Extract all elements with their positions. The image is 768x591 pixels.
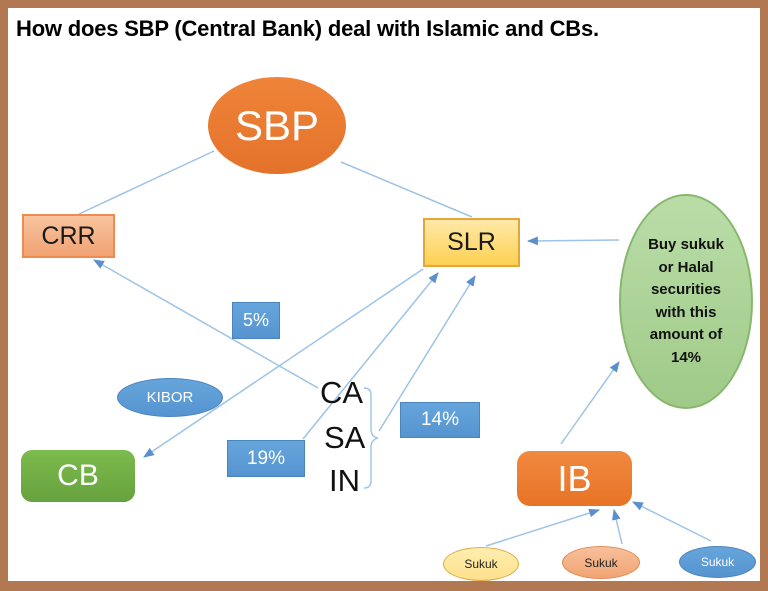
deposit-ca-label: CA [320,375,364,410]
crr-box: CRR [22,214,115,258]
arrow-sukuk-blue-to-ib [632,501,712,542]
arrow-deposits-to-slr [378,275,476,432]
slr-box: SLR [423,218,520,267]
connector-sbp-to-slr [340,161,473,218]
sukuk-note-ellipse: Buy sukuk or Halal securities with this … [619,194,753,409]
sukuk-yellow-label: Sukuk [464,557,498,571]
diagram-title: How does SBP (Central Bank) deal with Is… [16,16,599,41]
arrow-slr-to-cb [143,268,424,458]
arrow-note-to-slr [526,236,620,246]
arrow-sukuk-salmon-to-ib [611,508,623,545]
sukuk-note-text: Buy sukuk or Halal securities with this … [648,236,724,366]
deposit-sa-label: SA [324,420,366,455]
sukuk-blue-label: Sukuk [700,555,735,569]
kibor-ellipse: KIBOR [117,378,223,417]
slr-label: SLR [447,228,496,256]
sukuk-salmon-ellipse: Sukuk [562,546,640,579]
deposits-brace [363,387,379,489]
arrow-19pct-to-slr [302,272,439,440]
arrow-ib-to-note [560,361,620,445]
sbp-node: SBP [208,77,346,174]
arrow-ca-to-crr [93,259,319,389]
sukuk-salmon-label: Sukuk [584,555,618,570]
islamic-bank-box: IB [517,451,632,506]
slr-islamic-rate-label: 14% [420,409,460,430]
slr-islamic-rate-box: 14% [400,402,480,438]
sukuk-yellow-ellipse: Sukuk [443,547,519,581]
crr-label: CRR [41,221,96,250]
connector-sbp-to-crr [78,150,215,215]
crr-rate-label: 5% [242,310,269,330]
conventional-bank-box: CB [21,450,135,502]
slr-conventional-rate-box: 19% [227,440,305,477]
arrow-sukuk-yellow-to-ib [485,508,601,547]
islamic-bank-label: IB [557,457,592,499]
crr-rate-box: 5% [232,302,280,339]
sbp-label: SBP [234,101,320,149]
conventional-bank-label: CB [57,459,99,492]
deposit-in-label: IN [329,463,360,498]
kibor-label: KIBOR [146,389,194,406]
slr-conventional-rate-label: 19% [246,447,286,469]
sukuk-blue-ellipse: Sukuk [679,546,756,578]
